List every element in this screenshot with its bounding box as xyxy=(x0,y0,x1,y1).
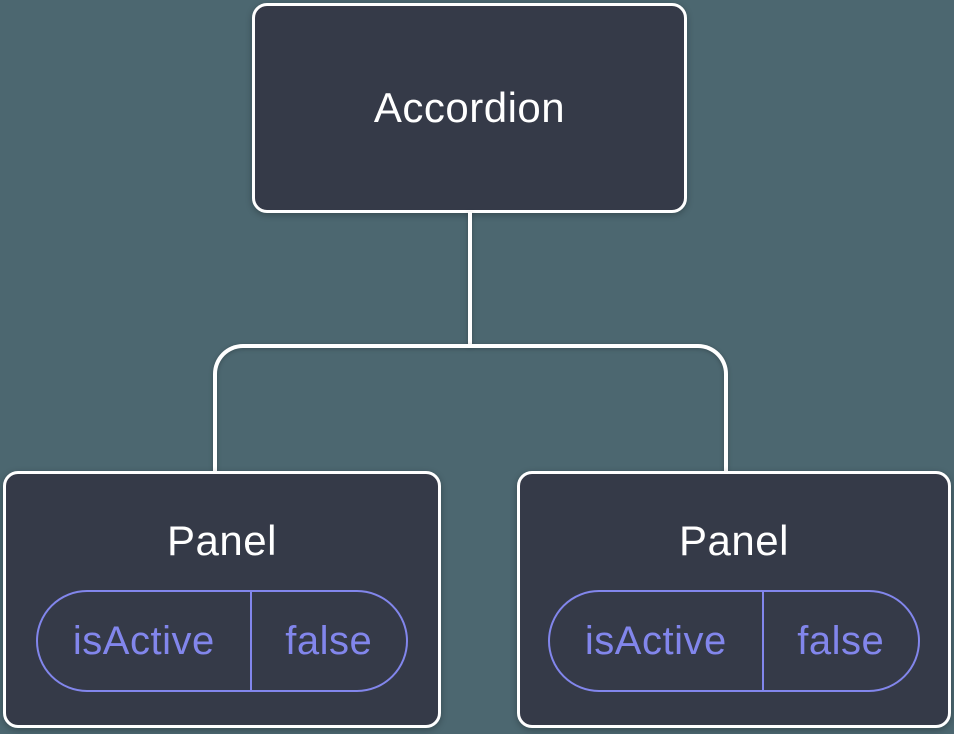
state-name-left: isActive xyxy=(38,592,252,690)
component-label-accordion: Accordion xyxy=(373,84,566,131)
component-label-panel-left: Panel xyxy=(167,517,277,564)
state-value-right: false xyxy=(797,618,885,663)
state-pill-left: isActive false xyxy=(36,590,408,692)
component-node-panel-right: Panel isActive false xyxy=(517,471,951,728)
connector-stem xyxy=(468,212,472,346)
state-name-right: isActive xyxy=(550,592,764,690)
connector-bracket xyxy=(213,344,728,471)
component-node-panel-left: Panel isActive false xyxy=(3,471,441,728)
state-pill-right: isActive false xyxy=(548,590,920,692)
component-label-panel-right: Panel xyxy=(679,517,789,564)
state-value-left: false xyxy=(285,618,373,663)
component-node-accordion: Accordion xyxy=(252,3,687,213)
